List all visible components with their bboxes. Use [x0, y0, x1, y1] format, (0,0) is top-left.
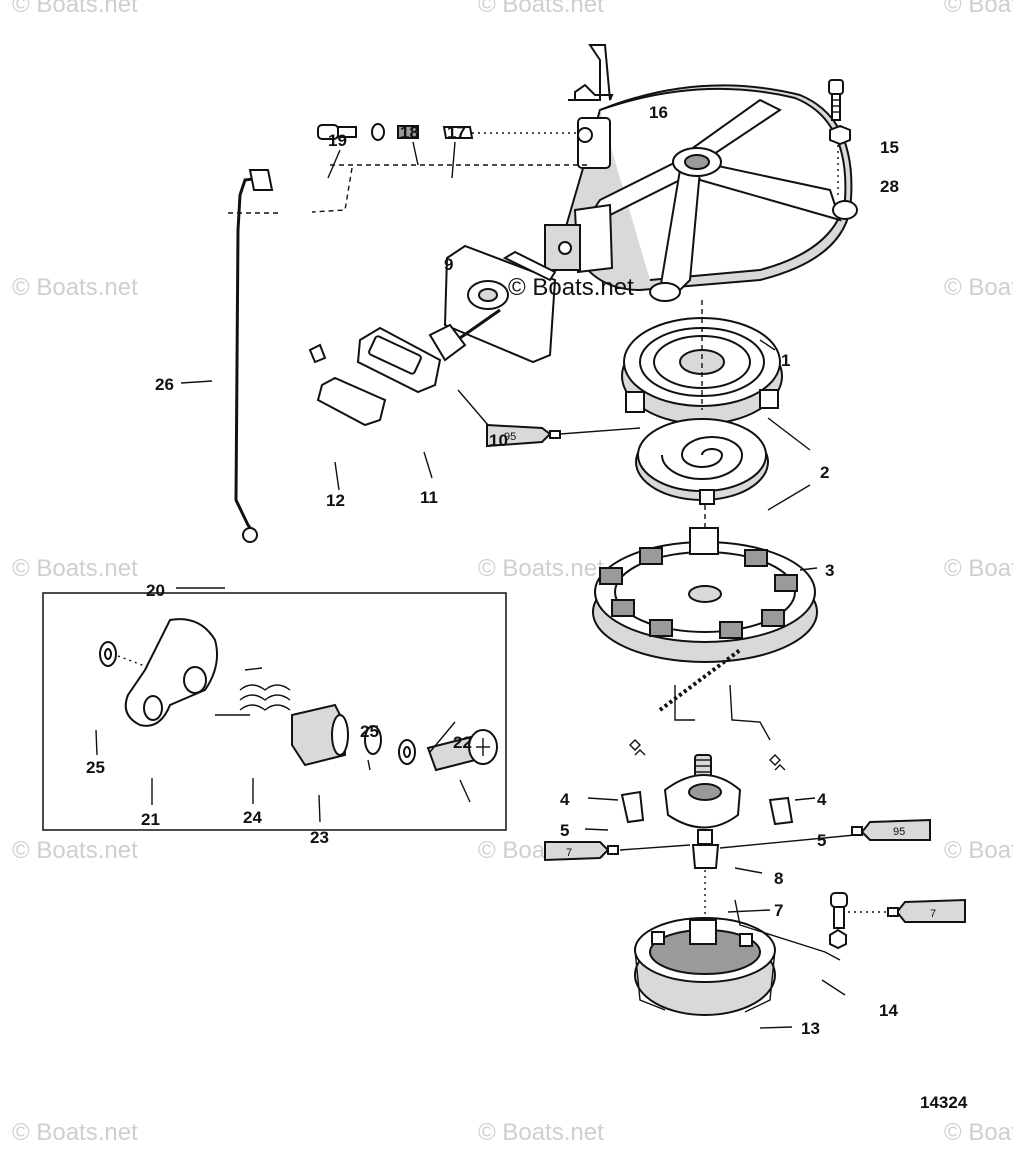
callout-25-right: 25: [360, 722, 379, 741]
callout-19: 19: [328, 131, 347, 150]
callout-12: 12: [326, 491, 345, 510]
watermark: © Boats.net: [12, 555, 138, 582]
callout-10: 10: [489, 431, 508, 450]
tube-10-label: 95: [504, 431, 516, 443]
starter-housing: [544, 44, 858, 302]
callout-4-right: 4: [817, 790, 827, 809]
watermark: © Boats.net: [944, 1119, 1013, 1146]
figure-number: 14324: [920, 1093, 968, 1112]
callout-14: 14: [879, 1001, 898, 1020]
callout-17: 17: [447, 123, 466, 142]
stop-switch-assembly: [308, 244, 557, 491]
callout-23: 23: [310, 828, 329, 847]
watermark: © Boats.net: [478, 1119, 604, 1146]
callout-25-left: 25: [86, 758, 105, 777]
watermark: © Boats.net: [12, 274, 138, 301]
pawl-assembly: [584, 739, 856, 920]
tube-5-right-label: 95: [893, 826, 905, 838]
callout-24: 24: [243, 808, 262, 827]
stop-switch-linkage: [311, 123, 590, 213]
watermark: © Boats.net: [944, 274, 1013, 301]
callout-labels: 1 2 3 4 4 5 5 7 8 9 10 11 12 13 14 15 16…: [86, 103, 968, 1112]
callout-20: 20: [146, 581, 165, 600]
watermark: © Boats.net: [944, 837, 1013, 864]
callout-16: 16: [649, 103, 668, 122]
callout-5-right: 5: [817, 831, 826, 850]
callout-26: 26: [155, 375, 174, 394]
callout-21: 21: [141, 810, 160, 829]
rope-pulley: [621, 300, 783, 425]
starter-cup: [634, 899, 846, 1029]
grease-tube-10: 95: [486, 423, 641, 448]
callout-15: 15: [880, 138, 899, 157]
callout-5-left: 5: [560, 821, 569, 840]
callout-1: 1: [781, 351, 790, 370]
watermark: © Boats.net: [12, 837, 138, 864]
callout-8: 8: [774, 869, 783, 888]
callout-3: 3: [825, 561, 834, 580]
callout-11: 11: [420, 488, 438, 507]
watermark: © Boats.net: [12, 1119, 138, 1146]
callout-13: 13: [801, 1019, 820, 1038]
callout-7: 7: [774, 901, 783, 920]
tube-5-left-label: 7: [566, 847, 572, 859]
callout-4-left: 4: [560, 790, 570, 809]
housing-bolt: [828, 79, 851, 195]
cup-screw: [829, 892, 895, 950]
center-watermark: © Boats.net: [508, 274, 634, 301]
drive-pulley: [592, 505, 818, 741]
recoil-spring: [635, 417, 811, 511]
callout-18: 18: [400, 123, 419, 142]
grease-tube-5-right: 95: [851, 818, 931, 841]
callout-22: 22: [453, 733, 472, 752]
callout-9: 9: [444, 255, 453, 274]
watermark: © Boats.net: [12, 0, 138, 18]
watermark: © Boats.net: [478, 0, 604, 18]
tube-screw-label: 7: [930, 908, 936, 920]
watermark-layer: © Boats.net © Boats.net © Boats.net © Bo…: [12, 0, 1013, 1146]
callout-28: 28: [880, 177, 899, 196]
callout-2: 2: [820, 463, 829, 482]
watermark: © Boats.net: [478, 555, 604, 582]
inset-detail-box: [42, 587, 507, 831]
watermark: © Boats.net: [944, 0, 1013, 18]
watermark: © Boats.net: [944, 555, 1013, 582]
grease-tube-5-left: 7: [544, 841, 619, 862]
grease-tube-screw: 7: [887, 898, 966, 923]
link-rod: [180, 169, 282, 543]
